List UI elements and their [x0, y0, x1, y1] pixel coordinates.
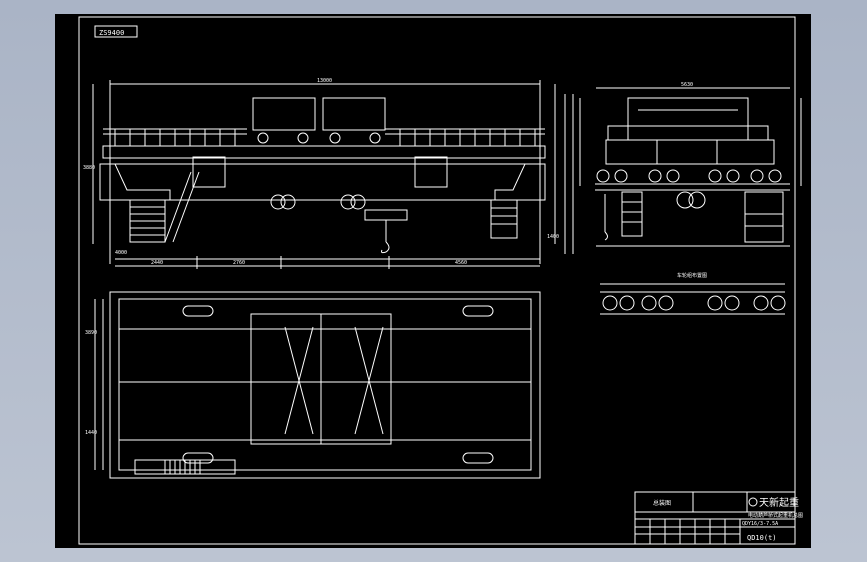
span-part-3-dim: 4560 [455, 260, 467, 266]
drawing-title: 电动葫芦桥式起重机总图 [748, 512, 803, 519]
drawing-sheet: ZS9400 13000 2440 2760 4560 3880 1400 40… [55, 14, 811, 548]
span-part-1-dim: 2440 [151, 260, 163, 266]
drawing-number: QDY16/3-7.5A [742, 521, 778, 527]
code-box [94, 25, 138, 38]
plan-left-top-dim: 3890 [85, 330, 97, 336]
wheel-layout [600, 283, 786, 315]
company-name: 天新起重 [759, 496, 799, 509]
span-total-dim: 13000 [317, 78, 332, 84]
bottom-left-dim: 4000 [115, 250, 127, 256]
code-box-label: ZS9400 [99, 29, 124, 37]
side-elevation [579, 87, 802, 247]
crane-assembly-drawing: ZS9400 13000 2440 2760 4560 3880 1400 40… [78, 16, 803, 545]
sheet-label: 总装图 [653, 499, 671, 507]
end-width-dim: 5630 [681, 82, 693, 88]
height-left-dim: 3880 [83, 165, 95, 171]
wheel-group-title: 车轮组布置图 [677, 272, 707, 279]
plan-left-bottom-dim: 1440 [85, 430, 97, 436]
title-block [634, 491, 796, 545]
front-elevation [92, 80, 574, 269]
drawing-frame [78, 16, 796, 545]
span-part-2-dim: 2760 [233, 260, 245, 266]
height-right-dim: 1400 [547, 234, 559, 240]
part-number: QD10(t) [747, 534, 777, 542]
plan-view [94, 291, 541, 479]
